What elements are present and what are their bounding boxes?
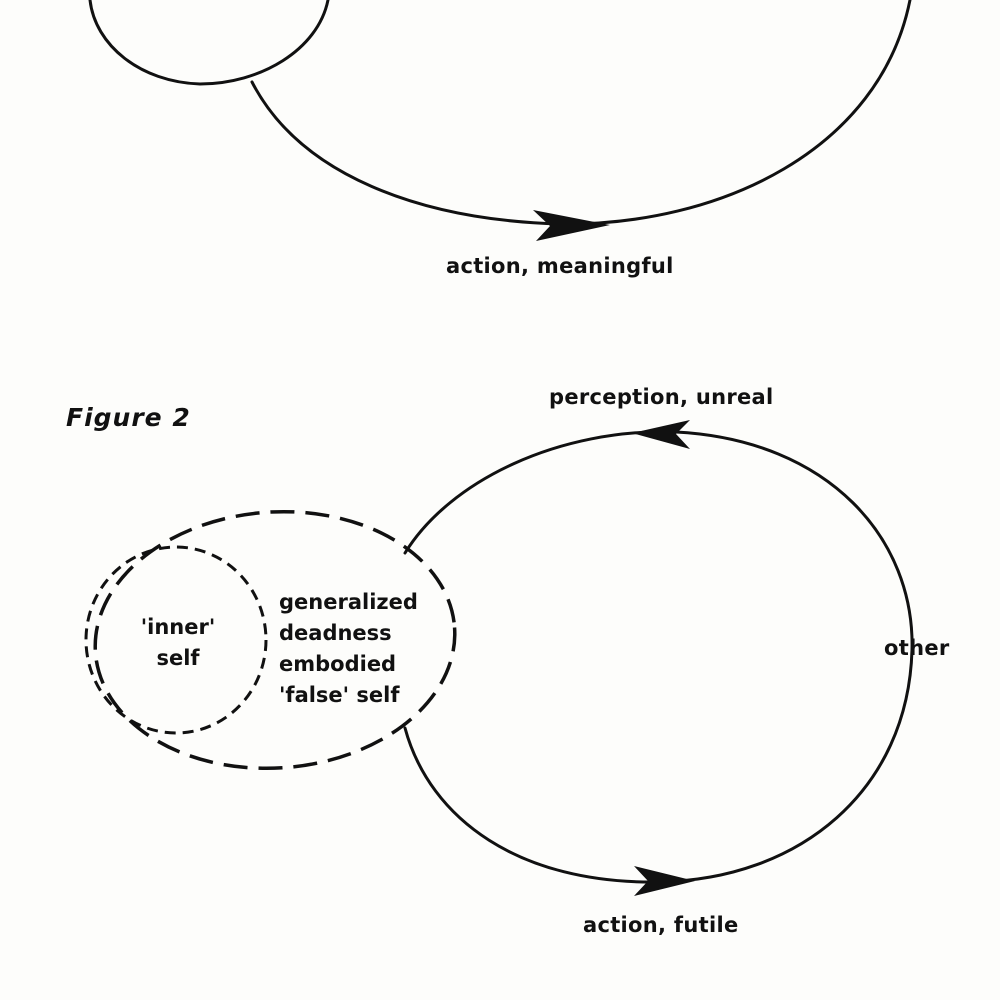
- perception-arrowhead: [632, 420, 690, 449]
- false-self-line-3: embodied: [279, 652, 397, 676]
- fig2-action-label: action, futile: [583, 913, 739, 937]
- other-loop: [403, 430, 914, 884]
- false-self-line-4: 'false' self: [279, 683, 400, 707]
- fig1-other-loop: [250, 0, 912, 226]
- false-self-line-2: deadness: [279, 621, 392, 645]
- inner-self-ellipse: [84, 545, 268, 735]
- figure-2-title: Figure 2: [66, 403, 191, 432]
- other-label: other: [884, 636, 950, 660]
- figure-2: [84, 420, 914, 896]
- fig1-self-circle: [88, 0, 330, 86]
- false-self-label: generalized deadness embodied 'false' se…: [279, 587, 418, 711]
- inner-self-label: 'inner' self: [118, 612, 238, 674]
- false-self-ellipse: [93, 509, 457, 771]
- inner-self-line-1: 'inner': [140, 615, 216, 639]
- inner-self-line-2: self: [156, 646, 200, 670]
- fig1-action-label: action, meaningful: [446, 254, 674, 278]
- false-self-line-1: generalized: [279, 590, 418, 614]
- action-arrowhead: [634, 866, 695, 896]
- figure-1: [88, 0, 912, 226]
- perception-label: perception, unreal: [549, 385, 774, 409]
- fig1-action-arrowhead: [533, 210, 610, 241]
